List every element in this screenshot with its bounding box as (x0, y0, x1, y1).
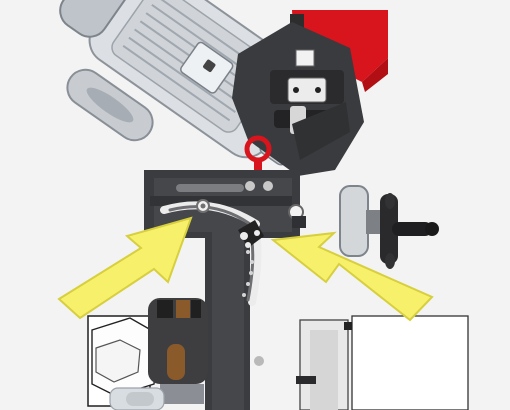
arrow-icon (57, 216, 434, 322)
pivot-icon (196, 199, 264, 248)
eyebolt-icon (244, 135, 272, 177)
lower-right-assembly (296, 315, 469, 410)
lower-left-assembly (87, 298, 208, 410)
arrow-left (57, 216, 193, 320)
arrow-right (270, 231, 434, 322)
handwheel-icon (339, 185, 439, 269)
